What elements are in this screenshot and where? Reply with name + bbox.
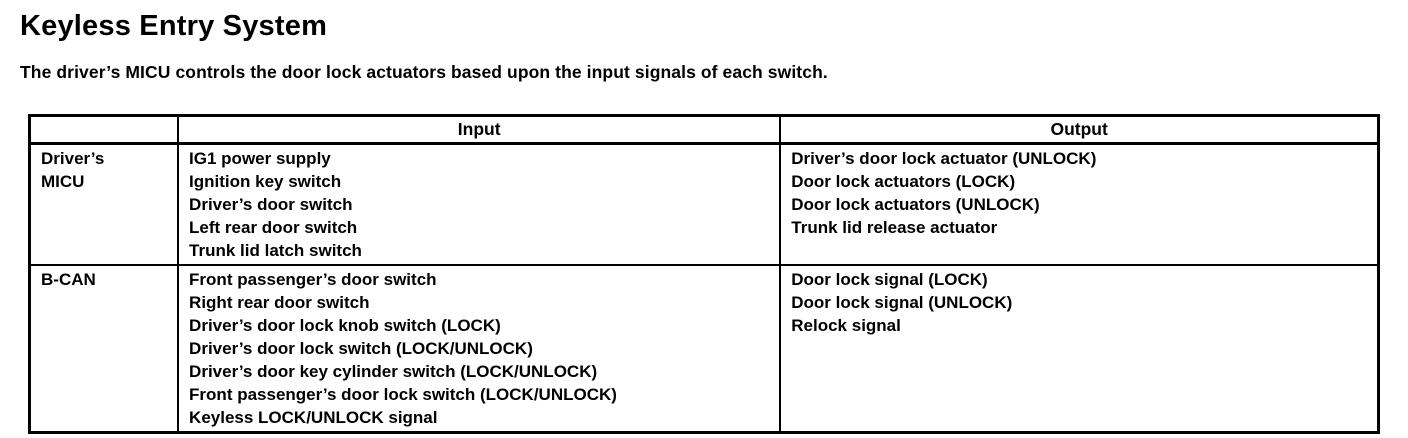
header-source xyxy=(28,114,180,145)
intro-text: The driver’s MICU controls the door lock… xyxy=(20,62,828,82)
cell-line: Ignition key switch xyxy=(189,172,342,191)
header-input: Input xyxy=(177,114,782,145)
cell-line: Driver’s door switch xyxy=(189,195,353,214)
header-output: Output xyxy=(779,114,1380,145)
outputs-cell: Door lock signal (LOCK) Door lock signal … xyxy=(779,264,1380,434)
cell-line: Front passenger’s door lock switch (LOCK… xyxy=(189,385,617,404)
cell-line: Door lock actuators (UNLOCK) xyxy=(791,195,1040,214)
cell-line: Left rear door switch xyxy=(189,218,358,237)
outputs-cell: Driver’s door lock actuator (UNLOCK) Door… xyxy=(779,142,1380,266)
page-title: Keyless Entry System xyxy=(20,10,328,42)
cell-line: Driver’s door lock switch (LOCK/UNLOCK) xyxy=(189,339,533,358)
cell-line: Driver’s door lock actuator (UNLOCK) xyxy=(791,149,1097,168)
cell-line: Driver’s xyxy=(41,149,105,168)
cell-line: Door lock signal (LOCK) xyxy=(791,270,988,289)
cell-line: Driver’s door lock knob switch (LOCK) xyxy=(189,316,501,335)
cell-line: Trunk lid latch switch xyxy=(189,241,362,260)
cell-line: Driver’s door key cylinder switch (LOCK/… xyxy=(189,362,598,381)
cell-line: MICU xyxy=(41,172,85,191)
cell-line: Door lock signal (UNLOCK) xyxy=(791,293,1013,312)
cell-line: Relock signal xyxy=(791,316,901,335)
cell-line: Keyless LOCK/UNLOCK signal xyxy=(189,408,438,427)
table-header-row: Input Output xyxy=(28,114,1380,145)
cell-line: Trunk lid release actuator xyxy=(791,218,998,237)
cell-line: Door lock actuators (LOCK) xyxy=(791,172,1016,191)
cell-line: IG1 power supply xyxy=(189,149,331,168)
cell-line: Front passenger’s door switch xyxy=(189,270,437,289)
cell-line: B-CAN xyxy=(41,270,96,289)
source-cell: B-CAN xyxy=(28,264,180,434)
cell-line: Right rear door switch xyxy=(189,293,370,312)
